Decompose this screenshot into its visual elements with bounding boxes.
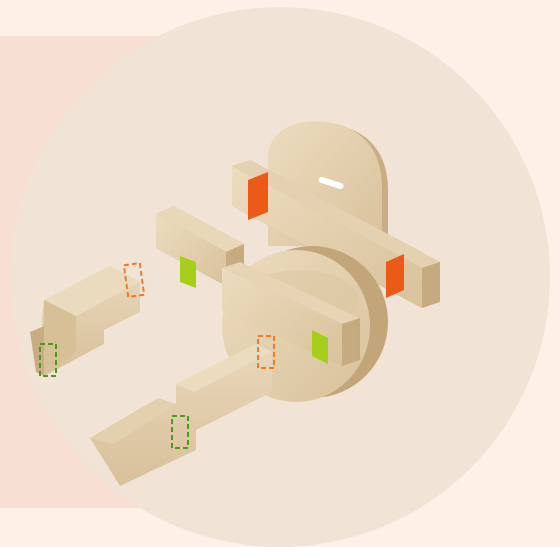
left-step-piece — [30, 263, 144, 376]
orange-slot-left — [248, 172, 268, 220]
lower-bar-piece — [90, 336, 274, 486]
